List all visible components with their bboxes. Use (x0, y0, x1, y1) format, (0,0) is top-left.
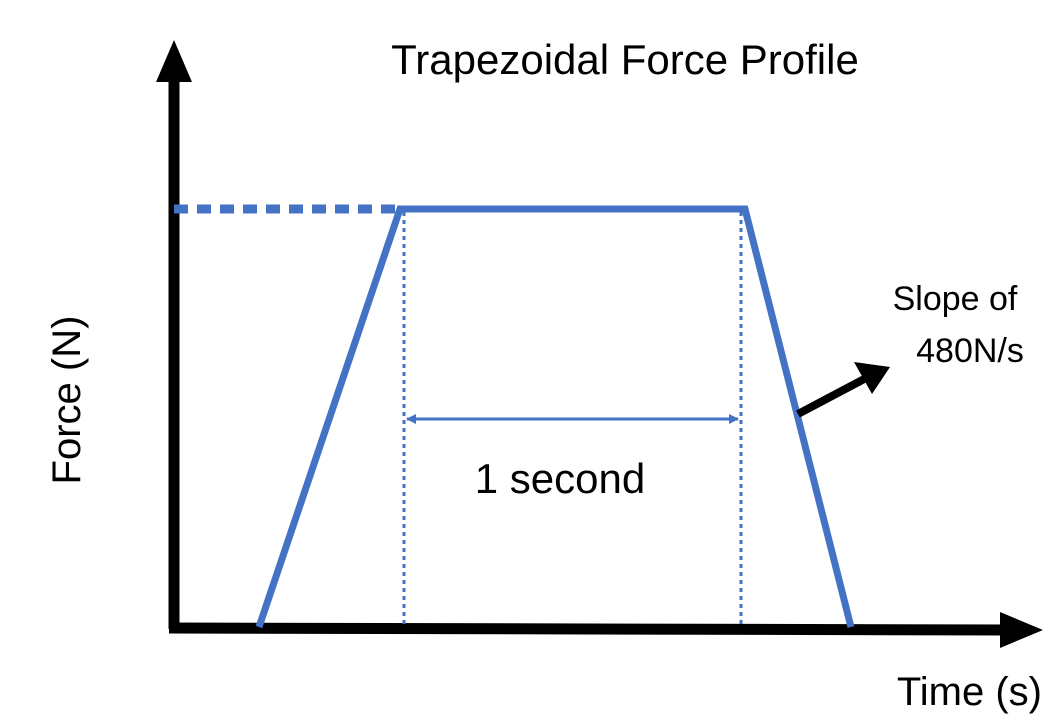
x-axis-line (168, 622, 1011, 636)
diagram-title: Trapezoidal Force Profile (391, 36, 859, 83)
slope-pointer-arrowhead (854, 362, 890, 394)
slope-pointer-arrow (796, 373, 870, 418)
x-axis-arrowhead (1000, 612, 1043, 648)
slope-label-line2: 480N/s (916, 332, 1024, 370)
trapezoid-profile-line (255, 205, 855, 629)
slope-label-line1: Slope of (893, 280, 1018, 318)
x-axis-label: Time (s) (897, 670, 1042, 714)
y-axis-arrowhead (156, 40, 192, 82)
duration-label: 1 second (475, 455, 645, 502)
y-axis-label: Force (N) (45, 316, 89, 485)
